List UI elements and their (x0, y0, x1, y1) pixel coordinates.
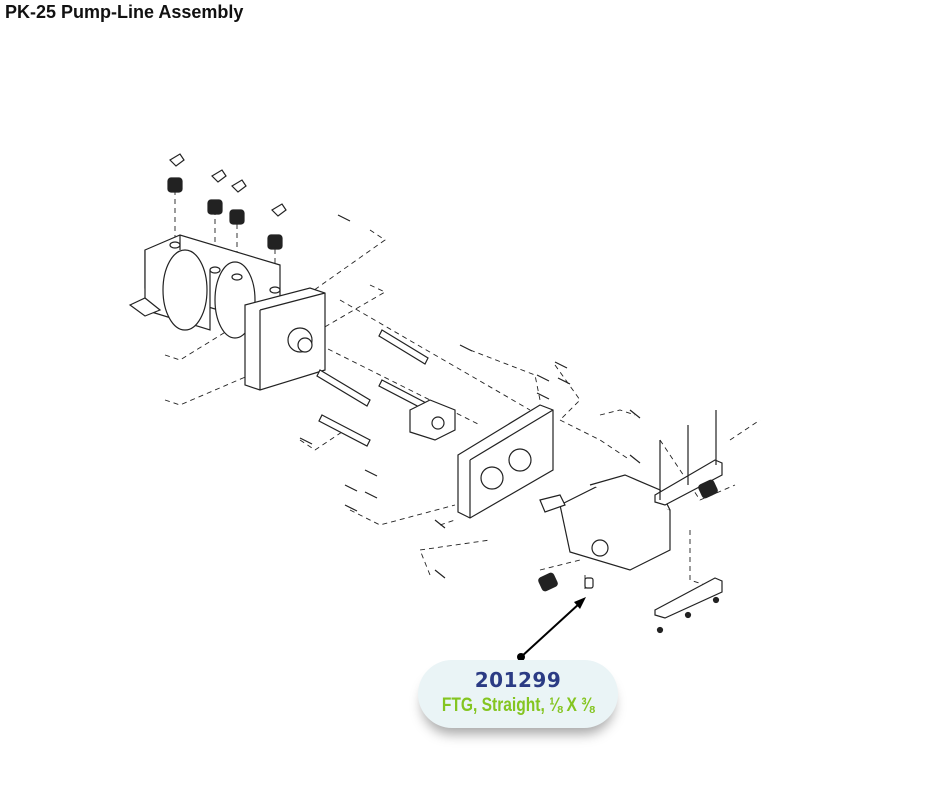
hex-fittings (538, 479, 720, 634)
studs (659, 410, 717, 500)
part-description: FTG, Straight, ⅛ X ⅜ (441, 695, 595, 716)
front-plate (244, 287, 326, 391)
elbow-fittings (167, 153, 287, 250)
coupling-block (409, 399, 456, 441)
pump-body (539, 474, 671, 571)
part-number: 201299 (474, 668, 562, 692)
screws (299, 214, 641, 579)
tie-rods (316, 329, 431, 447)
part-callout: 201299 FTG, Straight, ⅛ X ⅜ (418, 660, 618, 728)
callout-arrow (517, 597, 586, 661)
leader-lines (164, 190, 761, 591)
page-title: PK-25 Pump-Line Assembly (5, 2, 244, 22)
cylinder-housing (128, 234, 281, 339)
mounting-plate (457, 404, 554, 519)
